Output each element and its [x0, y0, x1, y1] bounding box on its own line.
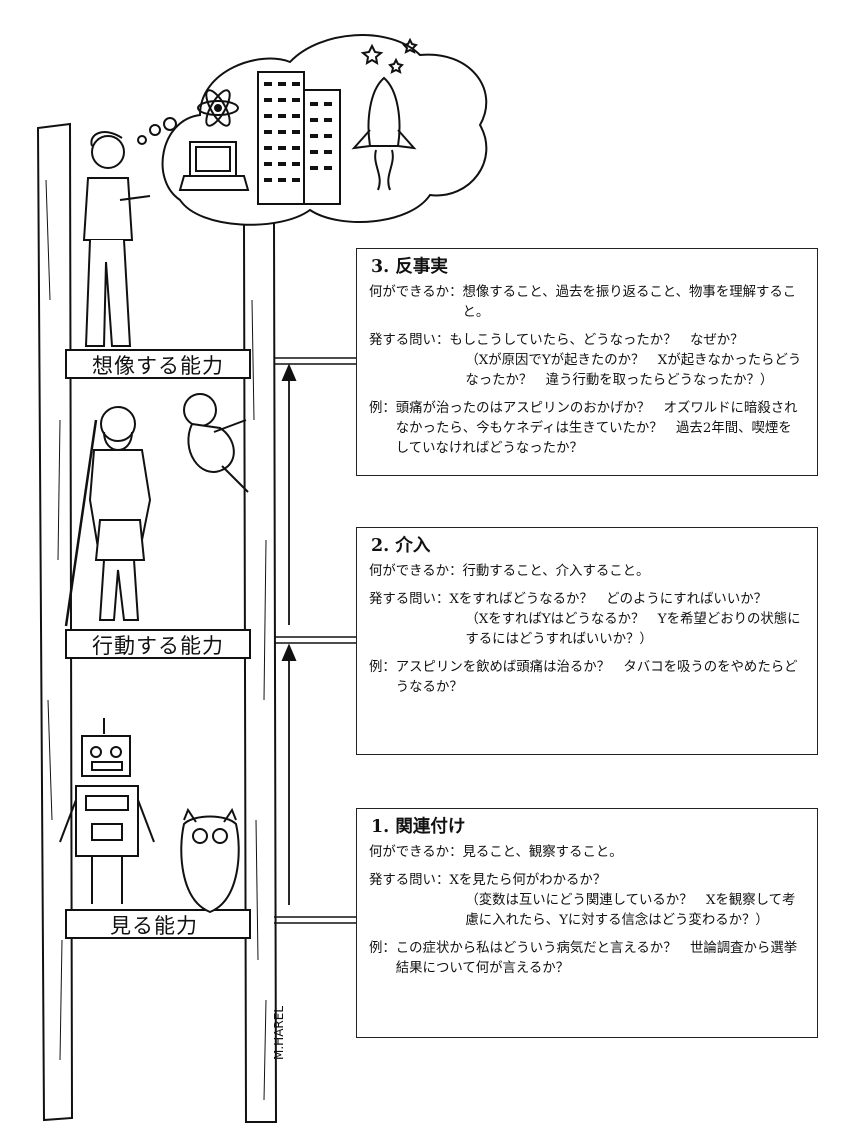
intervention-box: 2. 介入 何ができるか： 行動すること、介入すること。 発する問い： Xをすれ…: [356, 527, 818, 755]
question-row: 発する問い： Xをすればどうなるか？ どのようにすればいいか？ （XをすればYは…: [369, 590, 805, 650]
baby-figure: [183, 393, 249, 493]
rung-label-act: 行動する能力: [92, 634, 224, 658]
artist-signature: M.HAREL: [272, 1005, 286, 1060]
example-label: 例：: [369, 401, 396, 416]
rocket-icon: [351, 76, 417, 191]
question-text: もしこうしていたら、どうなったか？ なぜか？: [449, 333, 744, 348]
laptop-icon: [178, 141, 250, 191]
association-box: 1. 関連付け 何ができるか： 見ること、観察すること。 発する問い： Xを見た…: [356, 808, 818, 1038]
question-subtext: （変数は互いにどう関連しているか？ Xを観察して考慮に入れたら、Yに対する信念は…: [465, 893, 796, 928]
can-do-row: 何ができるか： 見ること、観察すること。: [369, 843, 805, 863]
star-icon: [360, 43, 384, 65]
box-title: 2. 介入: [371, 536, 431, 556]
rung-top: [65, 349, 251, 379]
example-text: この症状から私はどういう病気だと言えるか？ 世論調査から選挙結果について何が言え…: [395, 941, 798, 976]
box-title: 1. 関連付け: [371, 817, 466, 837]
thinker-figure: [82, 131, 151, 347]
ladder-left-post: [36, 122, 74, 1122]
caveman-figure: [64, 406, 152, 627]
counterfactual-box: 3. 反事実 何ができるか： 想像すること、過去を振り返ること、物事を理解するこ…: [356, 248, 818, 476]
can-do-label: 何ができるか：: [369, 564, 463, 579]
can-do-text: 見ること、観察すること。: [462, 845, 623, 860]
example-row: 例： アスピリンを飲めば頭痛は治るか？ タバコを吸うのをやめたらどうなるか？: [369, 658, 805, 698]
example-label: 例：: [369, 941, 396, 956]
example-row: 例： 頭痛が治ったのはアスピリンのおかげか？ オズワルドに暗殺されなかったら、今…: [369, 399, 805, 459]
atom-icon: [197, 89, 239, 127]
question-row: 発する問い： もしこうしていたら、どうなったか？ なぜか？ （Xが原因でYが起き…: [369, 331, 805, 391]
box-title: 3. 反事実: [371, 257, 448, 277]
rung-bottom: [65, 909, 251, 939]
question-label: 発する問い：: [369, 592, 450, 607]
owl-figure: [180, 807, 240, 914]
rung-middle: [65, 629, 251, 659]
question-text: Xを見たら何がわかるか？: [449, 873, 607, 888]
example-text: 頭痛が治ったのはアスピリンのおかげか？ オズワルドに暗殺されなかったら、今もケネ…: [395, 401, 798, 456]
can-do-text: 想像すること、過去を振り返ること、物事を理解すること。: [462, 285, 797, 320]
question-label: 発する問い：: [369, 333, 450, 348]
can-do-label: 何ができるか：: [369, 285, 463, 300]
robot-figure: [59, 718, 155, 904]
example-label: 例：: [369, 660, 396, 675]
example-row: 例： この症状から私はどういう病気だと言えるか？ 世論調査から選挙結果について何…: [369, 939, 805, 979]
can-do-row: 何ができるか： 行動すること、介入すること。: [369, 562, 805, 582]
can-do-text: 行動すること、介入すること。: [462, 564, 650, 579]
example-text: アスピリンを飲めば頭痛は治るか？ タバコを吸うのをやめたらどうなるか？: [395, 660, 798, 695]
can-do-row: 何ができるか： 想像すること、過去を振り返ること、物事を理解すること。: [369, 283, 805, 323]
question-text: Xをすればどうなるか？ どのようにすればいいか？: [449, 592, 767, 607]
question-label: 発する問い：: [369, 873, 450, 888]
question-subtext: （XをすればYはどうなるか？ Yを希望どおりの状態にするにはどうすればいいか？）: [465, 612, 801, 647]
rung-label-see: 見る能力: [110, 914, 198, 938]
buildings-icon: [257, 71, 341, 205]
question-subtext: （Xが原因でYが起きたのか？ Xが起きなかったらどうなったか？ 違う行動を取った…: [465, 353, 802, 388]
can-do-label: 何ができるか：: [369, 845, 463, 860]
rung-label-imagine: 想像する能力: [92, 354, 224, 378]
question-row: 発する問い： Xを見たら何がわかるか？ （変数は互いにどう関連しているか？ Xを…: [369, 871, 805, 931]
